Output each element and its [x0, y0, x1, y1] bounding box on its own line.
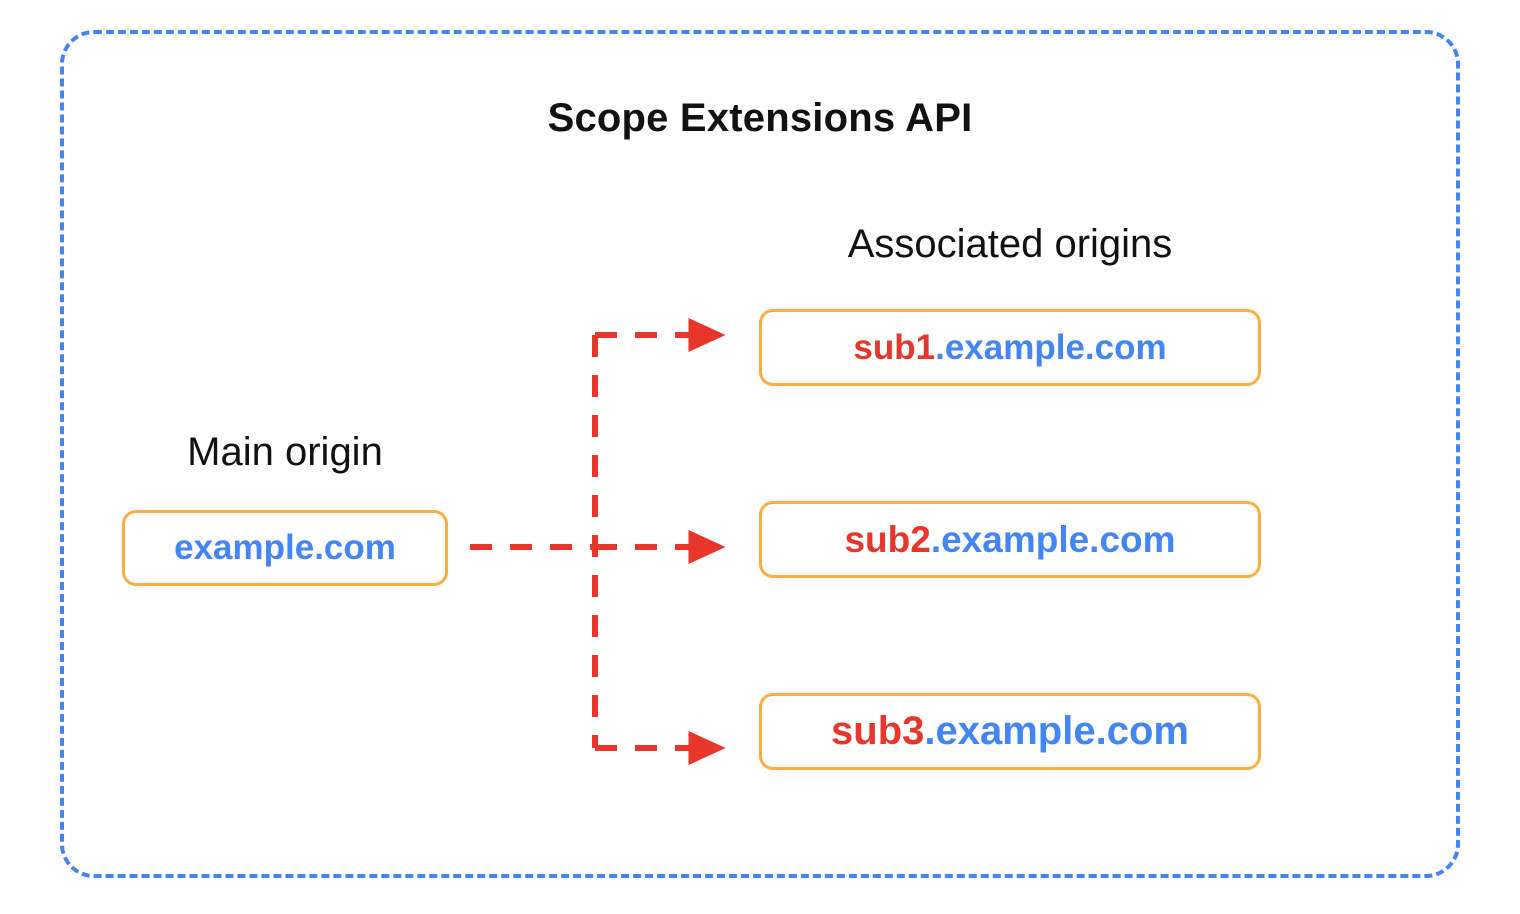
origin-box-main[interactable]: example.com: [122, 510, 448, 586]
origin-box-sub1[interactable]: sub1.example.com: [759, 309, 1261, 386]
scope-extensions-frame: [60, 30, 1460, 878]
origin-sub-text: sub1: [853, 327, 936, 367]
associated-origins-label: Associated origins: [847, 222, 1173, 266]
origin-box-sub3[interactable]: sub3.example.com: [759, 693, 1261, 770]
origin-sub-text: sub2: [844, 518, 931, 560]
origin-domain-text: .example.com: [930, 518, 1176, 560]
origin-domain-text: example.com: [174, 528, 396, 567]
origin-domain-text: .example.com: [935, 327, 1167, 367]
origin-sub-text: sub3: [831, 709, 925, 753]
page-title: Scope Extensions API: [547, 96, 973, 140]
main-origin-label: Main origin: [187, 430, 383, 474]
origin-domain-text: .example.com: [924, 709, 1189, 753]
origin-box-sub2[interactable]: sub2.example.com: [759, 501, 1261, 578]
